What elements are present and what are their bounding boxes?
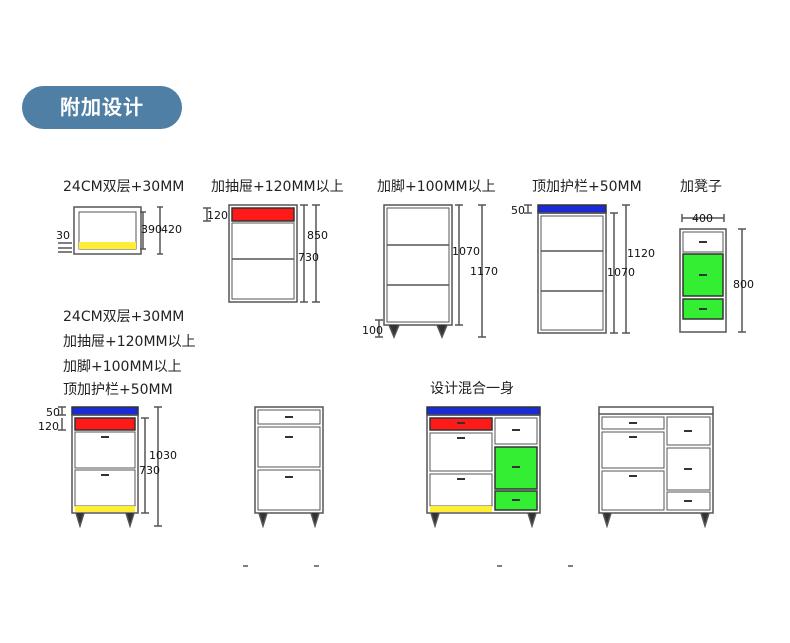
dim-850: 850 xyxy=(307,229,328,242)
dim-120: 120 xyxy=(207,209,228,222)
top-rail-cabinet xyxy=(524,204,630,334)
double-layer-cabinet xyxy=(58,206,163,255)
dim-1120: 1120 xyxy=(627,247,655,260)
yellow-extra-layer xyxy=(79,242,136,249)
dim-combo-1030: 1030 xyxy=(149,449,177,462)
blue-top-rail xyxy=(537,204,607,214)
add-drawer-cabinet xyxy=(203,204,320,303)
combo-cabinet xyxy=(58,406,162,529)
add-legs-cabinet xyxy=(375,204,486,339)
dim-1070-b: 1070 xyxy=(607,266,635,279)
red-drawer xyxy=(231,207,295,222)
dim-1070: 1070 xyxy=(452,245,480,258)
label-combo-1: 24CM双层+30MM xyxy=(63,309,185,325)
dim-50: 50 xyxy=(511,204,525,217)
dim-400: 400 xyxy=(692,212,713,225)
section-title-badge: 附加设计 xyxy=(22,86,182,129)
dim-30: 30 xyxy=(56,229,70,242)
dim-1170: 1170 xyxy=(470,265,498,278)
label-mixed: 设计混合一身 xyxy=(430,381,514,397)
label-add-drawer: 加抽屉+120MM以上 xyxy=(211,179,344,195)
dim-420: 420 xyxy=(161,223,182,236)
label-add-legs: 加脚+100MM以上 xyxy=(377,179,496,195)
label-add-stool: 加凳子 xyxy=(680,179,722,195)
dim-combo-50: 50 xyxy=(46,406,60,419)
dim-800: 800 xyxy=(733,278,754,291)
stool-cabinet xyxy=(679,214,746,333)
label-top-rail: 顶加护栏+50MM xyxy=(532,179,642,195)
mixed-colored-cabinet xyxy=(426,406,541,529)
label-double-layer: 24CM双层+30MM xyxy=(63,179,185,195)
plain-wide-cabinet xyxy=(598,406,714,529)
dim-730: 730 xyxy=(298,251,319,264)
dim-combo-120: 120 xyxy=(38,420,59,433)
dim-combo-730: 730 xyxy=(139,464,160,477)
label-combo-4: 顶加护栏+50MM xyxy=(63,382,173,398)
plain-drawer-cabinet xyxy=(254,406,324,529)
label-combo-3: 加脚+100MM以上 xyxy=(63,359,182,375)
label-combo-2: 加抽屉+120MM以上 xyxy=(63,334,196,350)
dim-390: 390 xyxy=(141,223,162,236)
dim-100: 100 xyxy=(362,324,383,337)
